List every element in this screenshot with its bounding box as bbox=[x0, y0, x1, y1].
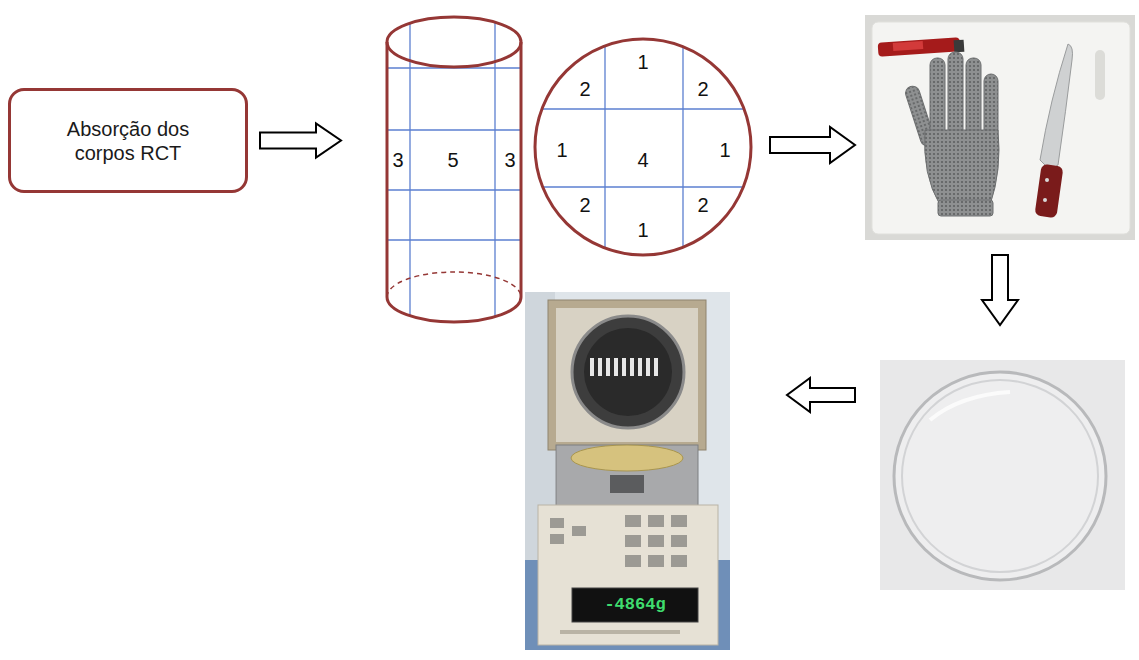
region-number: 3 bbox=[392, 150, 403, 170]
flow-arrow bbox=[787, 378, 855, 412]
flow-arrow bbox=[770, 127, 855, 163]
photo-petri-dish bbox=[880, 360, 1125, 590]
region-number: 2 bbox=[697, 195, 708, 215]
region-number: 2 bbox=[697, 79, 708, 99]
photo-moisture-analyzer bbox=[525, 292, 730, 650]
cylinder-outline bbox=[385, 15, 523, 327]
region-number: 1 bbox=[637, 220, 648, 240]
region-number: 1 bbox=[719, 140, 730, 160]
region-number: 1 bbox=[637, 52, 648, 72]
region-number: 1 bbox=[556, 140, 567, 160]
section-view: 2 1 2 1 4 1 2 1 2 bbox=[533, 37, 753, 257]
photo-tools bbox=[865, 15, 1135, 240]
flow-arrow bbox=[982, 255, 1018, 325]
cylinder-view: 3 5 3 bbox=[385, 15, 523, 327]
region-number: 3 bbox=[504, 150, 515, 170]
region-number: 5 bbox=[447, 150, 458, 170]
process-box: Absorção dos corpos RCT bbox=[8, 88, 248, 193]
display-reading: -4864g bbox=[580, 594, 690, 616]
region-number: 4 bbox=[637, 150, 648, 170]
flow-arrow bbox=[260, 124, 341, 158]
region-number: 2 bbox=[579, 195, 590, 215]
box-label: Absorção dos corpos RCT bbox=[48, 117, 208, 165]
region-number: 2 bbox=[579, 79, 590, 99]
